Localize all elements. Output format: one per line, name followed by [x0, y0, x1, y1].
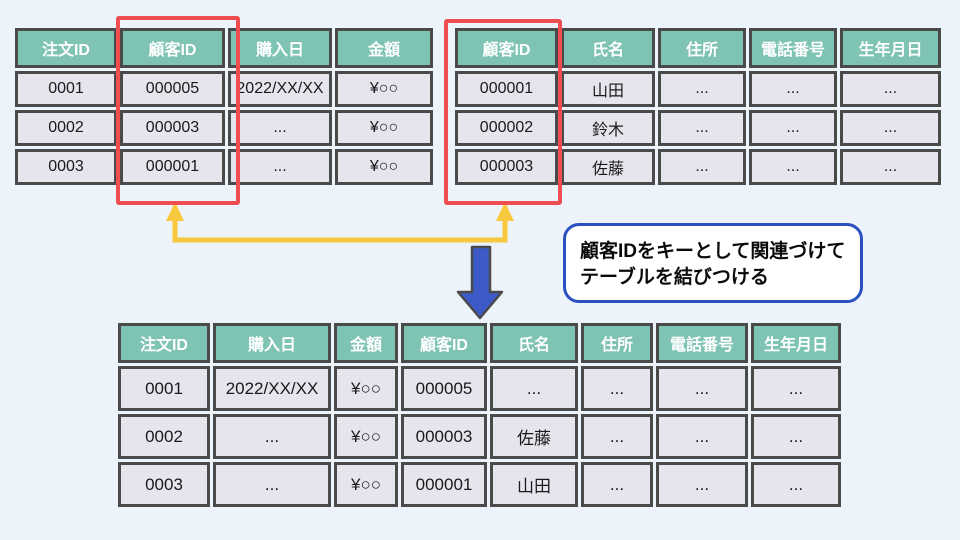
table-cell: ... [581, 366, 653, 411]
table-cell: ... [656, 414, 748, 459]
customers-header-address: 住所 [658, 28, 746, 68]
orders-header-order-id: 注文ID [15, 28, 117, 68]
table-cell: ... [656, 366, 748, 411]
table-cell: ... [658, 110, 746, 146]
table-cell: 0002 [15, 110, 117, 146]
joined-header-order-id: 注文ID [118, 323, 210, 363]
table-cell: ... [751, 462, 841, 507]
table-cell: 山田 [561, 71, 655, 107]
arrowhead-right-icon [496, 202, 514, 221]
arrowhead-left-icon [166, 202, 184, 221]
customers-header-birthdate: 生年月日 [840, 28, 941, 68]
table-cell: 000003 [120, 110, 225, 146]
table-cell: ¥○○ [334, 414, 398, 459]
table-row: 0003 000001 ... ¥○○ [15, 149, 433, 185]
annotation-line-1: 顧客IDをキーとして関連づけて [580, 241, 846, 262]
table-cell: 0001 [15, 71, 117, 107]
customers-header-customer-id: 顧客ID [455, 28, 558, 68]
table-cell: ... [490, 366, 578, 411]
table-cell: ... [840, 110, 941, 146]
table-cell: ... [658, 71, 746, 107]
orders-header-purchase-date: 購入日 [228, 28, 332, 68]
table-cell: ¥○○ [334, 366, 398, 411]
joined-header-purchase-date: 購入日 [213, 323, 331, 363]
annotation-box: 顧客IDをキーとして関連づけて テーブルを結びつける [563, 223, 863, 303]
table-row: 000003 佐藤 ... ... ... [455, 149, 941, 185]
table-row: 0002 000003 ... ¥○○ [15, 110, 433, 146]
table-cell: ... [656, 462, 748, 507]
table-cell: ... [749, 71, 837, 107]
table-cell: 2022/XX/XX [213, 366, 331, 411]
orders-header-amount: 金額 [335, 28, 433, 68]
orders-header-customer-id: 顧客ID [120, 28, 225, 68]
joined-header-name: 氏名 [490, 323, 578, 363]
table-row: 000001 山田 ... ... ... [455, 71, 941, 107]
table-cell: 000001 [401, 462, 487, 507]
joined-header-phone: 電話番号 [656, 323, 748, 363]
table-cell: 0003 [15, 149, 117, 185]
table-cell: 0002 [118, 414, 210, 459]
join-connector-arrow [166, 202, 514, 243]
table-cell: 佐藤 [561, 149, 655, 185]
table-cell: 0003 [118, 462, 210, 507]
joined-header-address: 住所 [581, 323, 653, 363]
table-cell: 佐藤 [490, 414, 578, 459]
table-cell: 000003 [455, 149, 558, 185]
table-cell: 000002 [455, 110, 558, 146]
table-cell: 000001 [120, 149, 225, 185]
table-cell: ¥○○ [334, 462, 398, 507]
table-cell: 0001 [118, 366, 210, 411]
table-cell: ... [751, 366, 841, 411]
table-cell: ... [213, 462, 331, 507]
table-cell: ... [213, 414, 331, 459]
table-cell: ... [749, 110, 837, 146]
table-cell: ... [658, 149, 746, 185]
customers-header-name: 氏名 [561, 28, 655, 68]
table-cell: ... [840, 71, 941, 107]
table-cell: ... [840, 149, 941, 185]
customers-header-phone: 電話番号 [749, 28, 837, 68]
table-row: 0001 2022/XX/XX ¥○○ 000005 ... ... ... .… [118, 366, 841, 411]
table-cell: ... [581, 462, 653, 507]
joined-table: 注文ID 購入日 金額 顧客ID 氏名 住所 電話番号 生年月日 0001 20… [115, 320, 844, 510]
table-cell: 000003 [401, 414, 487, 459]
table-row: 0002 ... ¥○○ 000003 佐藤 ... ... ... [118, 414, 841, 459]
orders-table: 注文ID 顧客ID 購入日 金額 0001 000005 2022/XX/XX … [12, 25, 436, 188]
table-row: 0003 ... ¥○○ 000001 山田 ... ... ... [118, 462, 841, 507]
joined-header-birthdate: 生年月日 [751, 323, 841, 363]
table-cell: ... [581, 414, 653, 459]
table-cell: ¥○○ [335, 110, 433, 146]
table-cell: ... [749, 149, 837, 185]
customers-table: 顧客ID 氏名 住所 電話番号 生年月日 000001 山田 ... ... .… [452, 25, 944, 188]
table-row: 000002 鈴木 ... ... ... [455, 110, 941, 146]
table-cell: ¥○○ [335, 149, 433, 185]
table-cell: 2022/XX/XX [228, 71, 332, 107]
table-cell: ... [228, 110, 332, 146]
annotation-line-2: テーブルを結びつける [580, 267, 769, 288]
table-cell: ¥○○ [335, 71, 433, 107]
table-cell: ... [751, 414, 841, 459]
table-cell: ... [228, 149, 332, 185]
joined-header-customer-id: 顧客ID [401, 323, 487, 363]
table-cell: 鈴木 [561, 110, 655, 146]
merge-down-arrow-icon [456, 245, 504, 320]
table-cell: 000005 [120, 71, 225, 107]
table-cell: 山田 [490, 462, 578, 507]
joined-header-amount: 金額 [334, 323, 398, 363]
table-cell: 000005 [401, 366, 487, 411]
table-row: 0001 000005 2022/XX/XX ¥○○ [15, 71, 433, 107]
table-cell: 000001 [455, 71, 558, 107]
